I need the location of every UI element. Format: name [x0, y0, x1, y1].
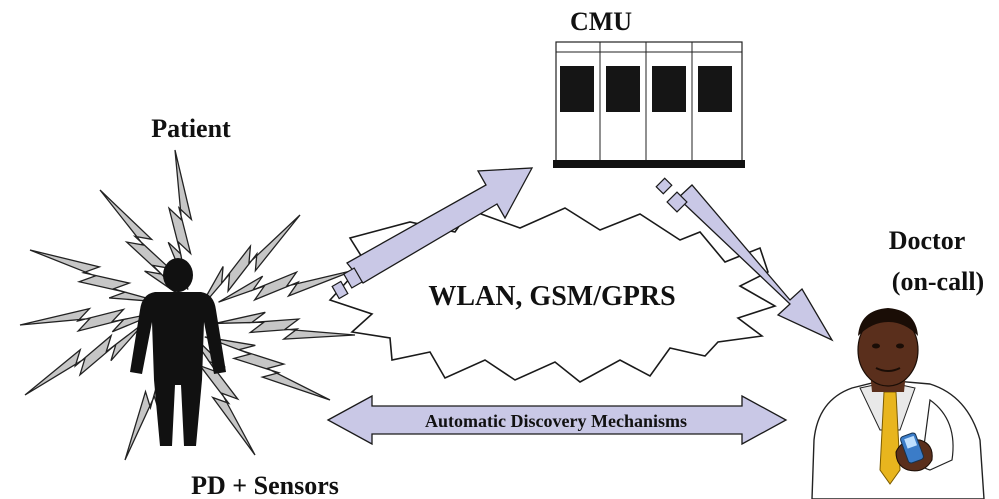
cmu-label: CMU: [570, 7, 632, 36]
network-label: WLAN, GSM/GPRS: [428, 281, 675, 312]
uplink-arrow: [331, 167, 534, 300]
doctor-label: Doctor: [889, 226, 966, 255]
server-rack-icon: [553, 41, 745, 168]
pd-sensors-label: PD + Sensors: [191, 471, 339, 499]
doctor-with-phone-icon: [811, 308, 985, 499]
downlink-arrow: [655, 177, 834, 342]
wireless-cloud-shape: [328, 207, 777, 383]
person-silhouette-icon: [130, 258, 226, 446]
doctor-oncall-label: (on-call): [892, 267, 984, 296]
discovery-double-arrow: [326, 394, 788, 446]
patient-label: Patient: [151, 114, 231, 143]
discovery-label: Automatic Discovery Mechanisms: [425, 411, 687, 431]
